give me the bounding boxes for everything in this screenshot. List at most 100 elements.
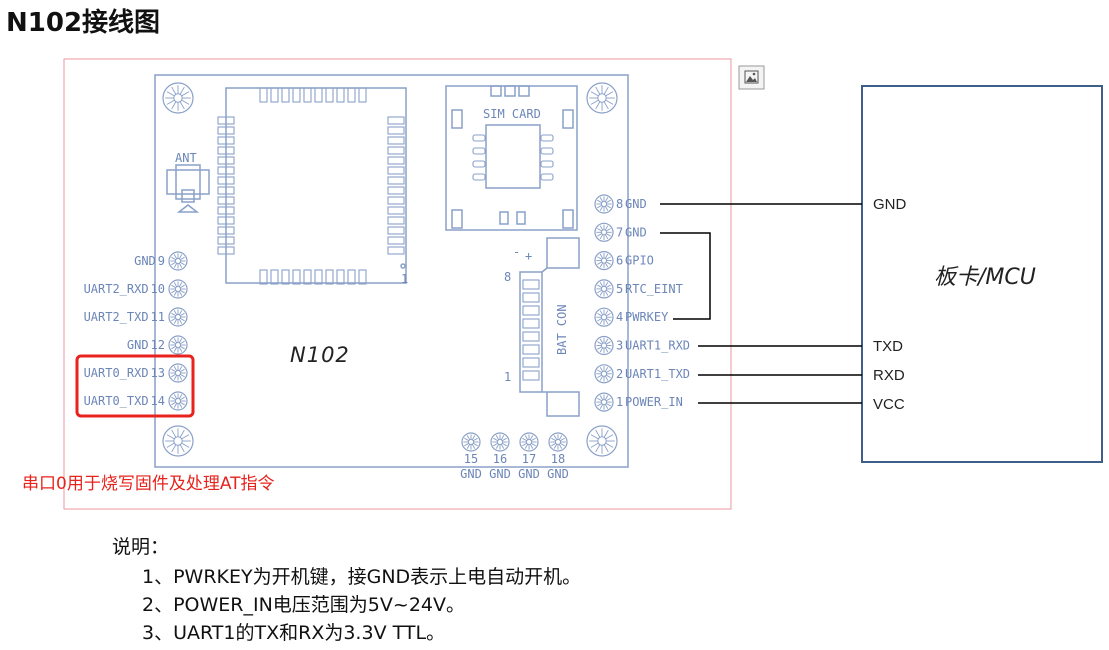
- right-pin-number: 8: [616, 197, 623, 211]
- chip-pad: [347, 87, 356, 103]
- bottom-pin-number: 15: [464, 452, 478, 466]
- bat-pads: [522, 279, 540, 381]
- right-pin-label: POWER_IN: [625, 395, 683, 409]
- chip-pad: [217, 226, 235, 235]
- pin1-mark: 1: [401, 272, 408, 286]
- left-pin-pad: [168, 307, 188, 327]
- mcu-pin-label: RXD: [873, 367, 905, 384]
- uart0-highlight: [75, 354, 195, 418]
- right-pin-pad: [594, 335, 614, 356]
- left-pin-number: 13: [151, 366, 165, 380]
- bottom-pin-pad: [519, 432, 539, 452]
- chip-pad: [387, 216, 405, 225]
- left-pin-label: UART2_RXD: [84, 282, 149, 296]
- chip-pad: [336, 269, 345, 285]
- left-pin-number: 12: [151, 338, 165, 352]
- bat-top-number: 8: [504, 270, 511, 284]
- mcu-pin-label: GND: [873, 196, 907, 213]
- chip-pad: [270, 269, 279, 285]
- chip-pad: [292, 87, 301, 103]
- bat-pad: [522, 305, 540, 316]
- bottom-pin-pad: [548, 432, 568, 452]
- left-pin-label: UART0_RXD: [84, 366, 149, 380]
- chip-pad: [314, 87, 323, 103]
- right-pin-pad: [594, 251, 614, 271]
- chip-pad: [325, 269, 334, 285]
- right-pin-label: GND: [625, 225, 647, 239]
- bottom-pin-number: 17: [522, 452, 536, 466]
- chip-pad: [387, 236, 405, 245]
- chip-pad: [358, 269, 367, 285]
- mount-holes: [162, 82, 618, 457]
- mcu-title: 板卡/MCU: [934, 265, 1036, 290]
- image-placeholder-icon: [738, 65, 765, 90]
- chip-pad: [217, 146, 235, 155]
- module-chip: [225, 87, 407, 284]
- bottom-pin-pad: [461, 432, 481, 452]
- note-item: 3、UART1的TX和RX为3.3V TTL。: [142, 622, 446, 644]
- sim-pad: [540, 134, 554, 142]
- chip-pad: [217, 136, 235, 145]
- chip-pad: [387, 196, 405, 205]
- notes-section: 说明： 1、PWRKEY为开机键，接GND表示上电自动开机。 2、POWER_I…: [112, 532, 581, 647]
- right-pin-number: 5: [616, 282, 623, 296]
- module-frame: [63, 58, 732, 510]
- sim-pad: [472, 134, 486, 142]
- bat-label: BAT CON: [555, 304, 569, 355]
- sim-pad: [472, 173, 486, 181]
- note-item: 2、POWER_IN电压范围为5V~24V。: [142, 594, 465, 616]
- chip-pad: [387, 206, 405, 215]
- right-pin-pad: [594, 194, 614, 214]
- chip-pad: [387, 166, 405, 175]
- mount-hole: [586, 82, 618, 114]
- uart0-note: 串口0用于烧写固件及处理AT指令: [22, 474, 275, 494]
- left-pin-number: 9: [158, 254, 165, 268]
- bottom-pin-pad: [490, 432, 510, 452]
- right-pin-pad: [594, 279, 614, 299]
- right-pin-label: PWRKEY: [625, 310, 669, 324]
- chip-pad: [217, 216, 235, 225]
- chip-pad: [387, 146, 405, 155]
- chip-pad: [387, 246, 405, 255]
- sim-card-holder: [445, 85, 578, 231]
- right-pin-label: UART1_RXD: [625, 339, 690, 353]
- page-title: N102接线图: [6, 8, 161, 38]
- bat-pad: [522, 357, 540, 368]
- chip-pad: [358, 87, 367, 103]
- chip-pad: [387, 186, 405, 195]
- chip-pad: [292, 269, 301, 285]
- sim-pad: [472, 147, 486, 155]
- pcb-board: [154, 74, 629, 468]
- left-pin-header: 9GND10UART2_RXD11UART2_TXD12GND13UART0_R…: [84, 251, 188, 411]
- right-pin-pad: [594, 307, 614, 327]
- chip-pad: [217, 156, 235, 165]
- right-pin-number: 3: [616, 339, 623, 353]
- chip-pad: [303, 87, 312, 103]
- chip-pad: [303, 269, 312, 285]
- bottom-pin-label: GND: [489, 467, 511, 481]
- left-pin-pad: [168, 391, 188, 411]
- right-pin-number: 6: [616, 254, 623, 268]
- chip-pad: [217, 236, 235, 245]
- sim-pads: [472, 134, 554, 181]
- left-pin-pad: [168, 363, 188, 383]
- mcu-box: [861, 85, 1103, 463]
- left-pin-label: UART0_TXD: [84, 394, 149, 408]
- bat-minus: -: [513, 245, 520, 259]
- left-pin-pad: [168, 335, 188, 355]
- sim-pad: [540, 160, 554, 168]
- left-pin-number: 14: [151, 394, 165, 408]
- bat-pad: [522, 344, 540, 355]
- bat-pad: [522, 331, 540, 342]
- bottom-pin-number: 18: [551, 452, 565, 466]
- left-pin-number: 11: [151, 310, 165, 324]
- left-pin-label: GND: [134, 254, 156, 268]
- chip-pad: [387, 156, 405, 165]
- chip-pad: [347, 269, 356, 285]
- ant-label: ANT: [175, 151, 197, 165]
- chip-pad: [325, 87, 334, 103]
- chip-pad: [387, 226, 405, 235]
